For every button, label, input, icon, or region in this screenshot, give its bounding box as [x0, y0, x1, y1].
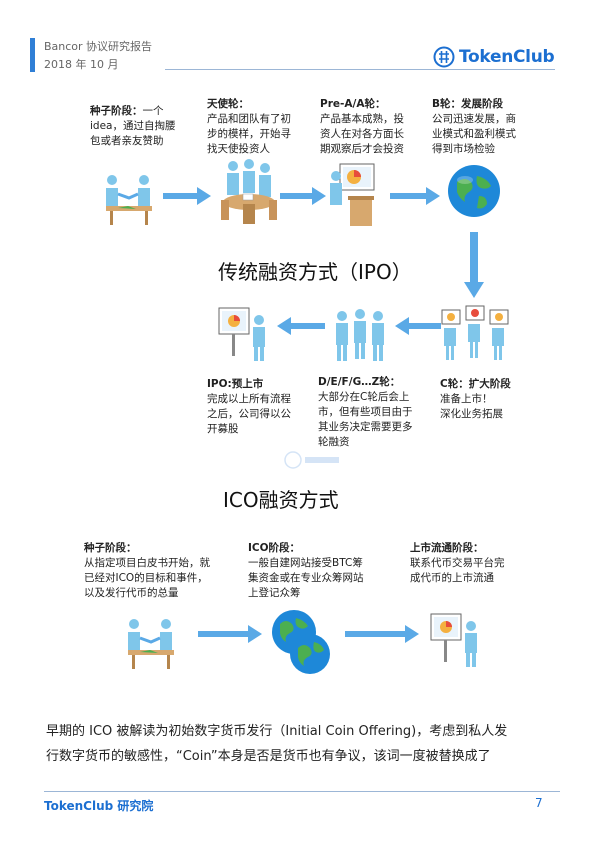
stage-title: C轮：扩大阶段: [440, 378, 511, 390]
stage-body-line: 大部分在C轮后会上: [318, 391, 410, 403]
stage-body-line: 得到市场检验: [432, 143, 495, 155]
ipo-section-title: 传统融资方式（IPO）: [218, 260, 412, 284]
stage-title: D/E/F/G…Z轮：: [318, 376, 401, 388]
stage-title: 上市流通阶段：: [410, 542, 484, 554]
report-title: Bancor 协议研究报告: [44, 40, 153, 53]
person-icon: [106, 175, 152, 225]
stage-body-line: 开募股: [207, 423, 239, 435]
stage-title: Pre-A/A轮：: [320, 98, 386, 110]
ipo-stage-c: C轮：扩大阶段 准备上市！ 深化业务拓展: [440, 377, 540, 422]
chart-board-icon: [441, 305, 509, 360]
tokenclub-logo: TokenClub: [433, 44, 557, 70]
ico-stage-seed: 种子阶段： 从指定项目白皮书开始，就 已经对ICO的目标和事件， 以及发行代币的…: [84, 541, 234, 601]
person-icon: [221, 159, 277, 224]
stage-body-line: 公司迅速发展，商: [432, 113, 516, 125]
stage-body-line: 一般自建网站接受BTC筹: [248, 557, 363, 569]
ipo-stage-d-to-z: D/E/F/G…Z轮： 大部分在C轮后会上 市，但有些项目由于 其业务决定需要更…: [318, 375, 428, 450]
stage-body-line: 步的模样，开始寻: [207, 128, 291, 140]
footer-divider: [44, 791, 560, 792]
stage-body-line: 产品和团队有了初: [207, 113, 291, 125]
stage-body-line: 之后，公司得以公: [207, 408, 291, 420]
ico-section-title: ICO融资方式: [223, 488, 339, 512]
ipo-stage-seed: 种子阶段：一个 idea，通过自掏腰 包或者亲友赞助: [90, 104, 200, 149]
stage-body-line: 产品基本成熟，投: [320, 113, 404, 125]
stage-body-line: 准备上市！: [440, 393, 493, 405]
page-number: 7: [535, 796, 543, 810]
stage-body-line: 资人在对各方面长: [320, 128, 404, 140]
report-date: 2018 年 10 月: [44, 58, 119, 71]
person-icon: [128, 619, 174, 669]
stage-body-line: 联系代币交易平台完: [410, 557, 505, 569]
ipo-stage-pre-a: Pre-A/A轮： 产品基本成熟，投 资人在对各方面长 期观察后才会投资: [320, 97, 420, 157]
chart-board-icon: [430, 613, 477, 667]
ipo-stage-ipo: IPO:预上市 完成以上所有流程 之后，公司得以公 开募股: [207, 377, 307, 437]
arrow-icon: [464, 232, 484, 298]
stage-title: B轮：发展阶段: [432, 98, 504, 110]
arrow-icon: [198, 625, 262, 643]
stage-title: 种子阶段：: [84, 542, 137, 554]
stage-body-line: 包或者亲友赞助: [90, 135, 164, 147]
globe-icon: [272, 610, 330, 674]
arrow-icon: [345, 625, 419, 643]
ico-stage-listing: 上市流通阶段： 联系代币交易平台完 成代币的上市流通: [410, 541, 530, 586]
chart-board-icon: [330, 163, 375, 226]
tokenclub-logo-icon: [433, 46, 455, 68]
stage-body-line: 集资金或在专业众筹网站: [248, 572, 364, 584]
arrow-icon: [277, 317, 325, 335]
stage-body-line: idea，通过自掏腰: [90, 120, 176, 132]
stage-title: ICO阶段：: [248, 542, 301, 554]
stage-body-line: 期观察后才会投资: [320, 143, 404, 155]
stage-body-line: 从指定项目白皮书开始，就: [84, 557, 210, 569]
stage-body-line: 成代币的上市流通: [410, 572, 494, 584]
stage-title: 种子阶段：: [90, 105, 143, 117]
logo-text: TokenClub: [459, 47, 555, 67]
ipo-stage-angel: 天使轮： 产品和团队有了初 步的模样，开始寻 找天使投资人: [207, 97, 307, 157]
header-accent-bar: [30, 38, 35, 72]
stage-body-line: 完成以上所有流程: [207, 393, 291, 405]
stage-title: 天使轮：: [207, 98, 249, 110]
stage-title: IPO:预上市: [207, 378, 264, 390]
stage-body-line: 上登记众筹: [248, 587, 301, 599]
globe-icon: [448, 165, 500, 217]
header-divider: [165, 69, 555, 70]
ico-stage-ico: ICO阶段： 一般自建网站接受BTC筹 集资金或在专业众筹网站 上登记众筹: [248, 541, 388, 601]
stage-body-line: 找天使投资人: [207, 143, 270, 155]
body-paragraph-line: 早期的 ICO 被解读为初始数字货币发行（Initial Coin Offeri…: [46, 724, 508, 739]
stage-body-line: 业模式和盈利模式: [432, 128, 516, 140]
watermark-icon: [284, 451, 339, 469]
footer-organization: TokenClub 研究院: [44, 799, 154, 813]
arrow-icon: [163, 187, 211, 205]
body-paragraph-line: 行数字货币的敏感性，“Coin”本身是否是货币也有争议，该词一度被替换成了: [46, 749, 491, 764]
arrow-icon: [395, 317, 441, 335]
stage-body-line: 已经对ICO的目标和事件，: [84, 572, 208, 584]
stage-body-line: 以及发行代币的总量: [84, 587, 179, 599]
chart-board-icon: [218, 307, 265, 361]
stage-body-line: 一个: [142, 105, 164, 117]
ipo-stage-b: B轮：发展阶段 公司迅速发展，商 业模式和盈利模式 得到市场检验: [432, 97, 532, 157]
arrow-icon: [390, 187, 440, 205]
arrow-icon: [280, 187, 326, 205]
stage-body-line: 市，但有些项目由于: [318, 406, 413, 418]
stage-body-line: 轮融资: [318, 436, 350, 448]
person-icon: [336, 309, 384, 361]
stage-body-line: 深化业务拓展: [440, 408, 503, 420]
stage-body-line: 其业务决定需要更多: [318, 421, 413, 433]
